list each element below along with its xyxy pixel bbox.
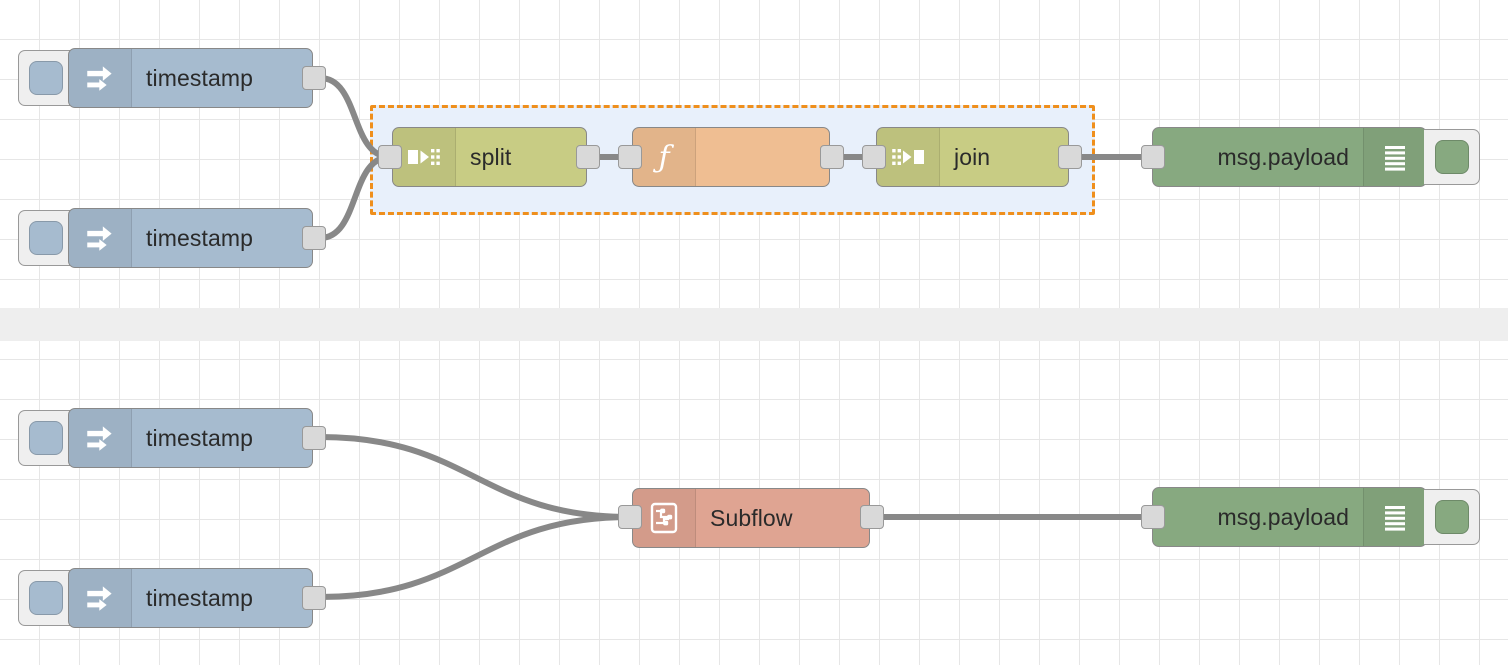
join-icon (877, 128, 940, 186)
node-label: msg.payload (1217, 143, 1349, 170)
node-debug-bottom[interactable]: msg.payload (1152, 487, 1427, 547)
node-inject-top-2[interactable]: timestamp (68, 208, 313, 268)
inject-arrow-icon (69, 49, 132, 107)
node-inject-bottom-2[interactable]: timestamp (68, 568, 313, 628)
inject-button-bottom-1[interactable] (18, 410, 72, 466)
inject-button-top-2[interactable] (18, 210, 72, 266)
node-label: timestamp (146, 424, 253, 451)
input-port[interactable] (618, 505, 642, 529)
wire-inject-bot-1-to-subflow (317, 434, 633, 520)
node-debug-top[interactable]: msg.payload (1152, 127, 1427, 187)
output-port[interactable] (302, 226, 326, 250)
debug-lines-icon (1363, 128, 1426, 186)
input-port[interactable] (378, 145, 402, 169)
output-port[interactable] (860, 505, 884, 529)
inject-arrow-icon (69, 409, 132, 467)
flow-separator-band (0, 308, 1508, 341)
output-port[interactable] (576, 145, 600, 169)
input-port[interactable] (1141, 145, 1165, 169)
function-f-icon: ƒ (633, 128, 696, 186)
node-split[interactable]: split (392, 127, 587, 187)
svg-text:ƒ: ƒ (652, 140, 674, 175)
inject-button-knob (28, 221, 63, 255)
node-label: msg.payload (1217, 503, 1349, 530)
debug-button-knob (1434, 500, 1469, 534)
output-port[interactable] (1058, 145, 1082, 169)
input-port[interactable] (1141, 505, 1165, 529)
node-inject-top-1[interactable]: timestamp (68, 48, 313, 108)
output-port[interactable] (820, 145, 844, 169)
node-label: timestamp (146, 584, 253, 611)
split-icon (393, 128, 456, 186)
inject-arrow-icon (69, 209, 132, 267)
inject-arrow-icon (69, 569, 132, 627)
output-port[interactable] (302, 586, 326, 610)
debug-button-knob (1434, 140, 1469, 174)
node-label: timestamp (146, 224, 253, 251)
output-port[interactable] (302, 66, 326, 90)
inject-button-knob (28, 61, 63, 95)
debug-toggle-button-bottom[interactable] (1424, 489, 1480, 545)
subflow-icon (633, 489, 696, 547)
inject-button-top-1[interactable] (18, 50, 72, 106)
node-label: split (470, 143, 512, 170)
debug-toggle-button-top[interactable] (1424, 129, 1480, 185)
output-port[interactable] (302, 426, 326, 450)
node-subflow[interactable]: Subflow (632, 488, 870, 548)
debug-lines-icon (1363, 488, 1426, 546)
node-join[interactable]: join (876, 127, 1069, 187)
inject-button-bottom-2[interactable] (18, 570, 72, 626)
input-port[interactable] (618, 145, 642, 169)
node-label (696, 128, 829, 186)
inject-button-knob (28, 421, 63, 455)
inject-button-knob (28, 581, 63, 615)
node-function[interactable]: ƒ (632, 127, 830, 187)
node-label: Subflow (710, 504, 793, 531)
wire-inject-bot-2-to-subflow (317, 514, 633, 600)
node-label: timestamp (146, 64, 253, 91)
node-label: join (954, 143, 991, 170)
node-inject-bottom-1[interactable]: timestamp (68, 408, 313, 468)
input-port[interactable] (862, 145, 886, 169)
